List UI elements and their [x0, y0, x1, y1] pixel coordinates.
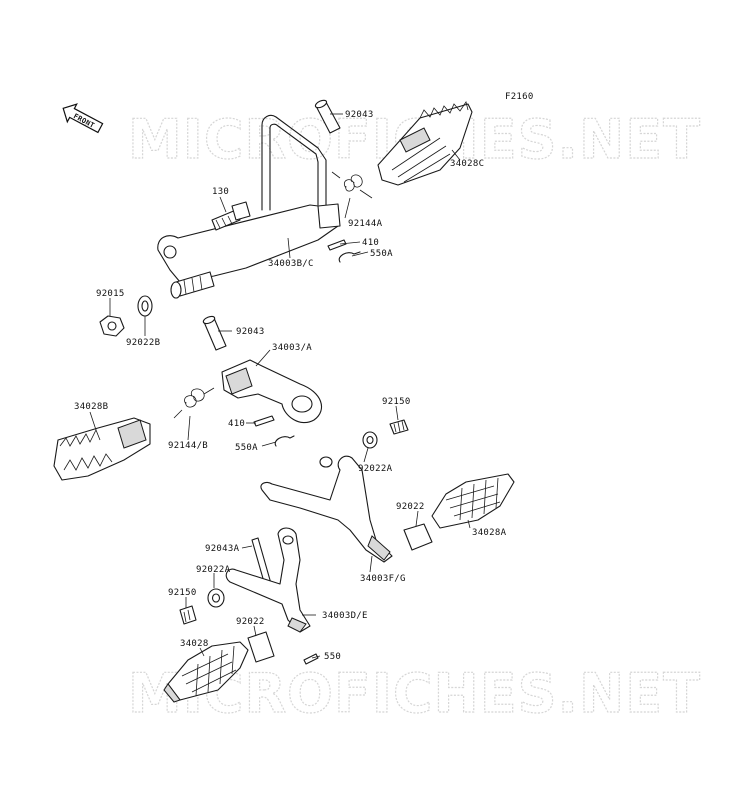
bolt-92150-right: [389, 419, 409, 435]
label-92144b: 92144/B: [168, 441, 208, 451]
label-92015: 92015: [96, 289, 125, 299]
footpeg-34028a: [431, 473, 515, 529]
bracket-34003de: [225, 527, 311, 633]
label-130: 130: [212, 187, 229, 197]
pad-92022-left: [247, 631, 275, 663]
lever-34003bc: [157, 114, 341, 299]
label-92150-left: 92150: [168, 588, 197, 598]
label-92022a-right: 92022A: [358, 464, 393, 474]
leader-lines: [89, 113, 471, 659]
label-34028b: 34028B: [74, 402, 108, 412]
pin-92043-top: [314, 99, 341, 134]
pad-92022-right: [403, 523, 433, 551]
bolt-92150-left: [179, 605, 197, 625]
footpeg-34028c: [377, 101, 473, 186]
bolt-130: [211, 201, 251, 231]
pin-410-top: [327, 239, 347, 251]
spring-92144a: [331, 171, 373, 199]
label-410-top: 410: [362, 238, 379, 248]
cotter-550a-mid: [274, 435, 295, 447]
footpeg-34028b: [53, 417, 151, 481]
label-92022-right: 92022: [396, 502, 425, 512]
label-550a-mid: 550A: [235, 443, 258, 453]
label-92144a: 92144A: [348, 219, 383, 229]
label-92150-right: 92150: [382, 397, 411, 407]
pin-410-mid: [253, 415, 275, 427]
cotter-550: [303, 653, 319, 665]
nut-92015: [99, 315, 125, 337]
pin-92043-mid: [202, 315, 227, 351]
bracket-34003a: [221, 359, 323, 424]
washer-92022a-left: [207, 588, 225, 608]
label-92022a-left: 92022A: [196, 565, 231, 575]
label-92043-top: 92043: [345, 110, 374, 120]
label-92043-mid: 92043: [236, 327, 265, 337]
figure-code: F2160: [505, 92, 534, 102]
part-labels: 92043 34028C 130 92144A 410 550A 34003B/…: [74, 110, 507, 662]
washer-92022a-right: [362, 431, 378, 449]
label-410-mid: 410: [228, 419, 245, 429]
label-92022b: 92022B: [126, 338, 160, 348]
footpeg-34028: [163, 641, 249, 703]
cotter-550a-top: [338, 251, 361, 263]
label-550a-top: 550A: [370, 249, 393, 259]
label-34003a: 34003/A: [272, 343, 312, 353]
label-550: 550: [324, 652, 341, 662]
label-34028c: 34028C: [450, 159, 484, 169]
bracket-34003fg: [260, 455, 393, 563]
label-34003de: 34003D/E: [322, 611, 368, 621]
label-34003bc: 34003B/C: [268, 259, 314, 269]
label-34003fg: 34003F/G: [360, 574, 406, 584]
label-34028: 34028: [180, 639, 209, 649]
front-arrow-icon: FRONT: [62, 103, 104, 134]
label-34028a: 34028A: [472, 528, 507, 538]
label-92043a: 92043A: [205, 544, 240, 554]
washer-92022b: [137, 295, 153, 317]
label-92022-left: 92022: [236, 617, 265, 627]
spring-92144b: [173, 387, 215, 419]
